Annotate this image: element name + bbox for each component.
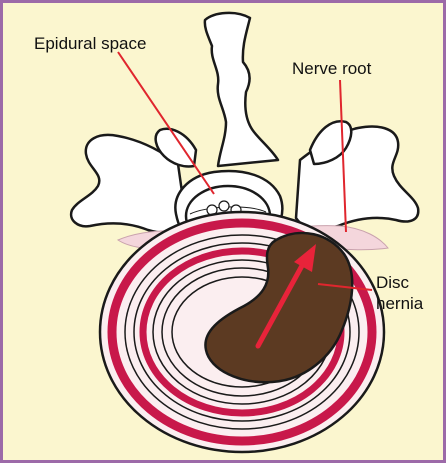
label-epidural-space: Epidural space <box>34 34 146 53</box>
label-hernia: hernia <box>376 294 424 313</box>
label-nerve-root: Nerve root <box>292 59 372 78</box>
label-disc: Disc <box>376 273 410 292</box>
